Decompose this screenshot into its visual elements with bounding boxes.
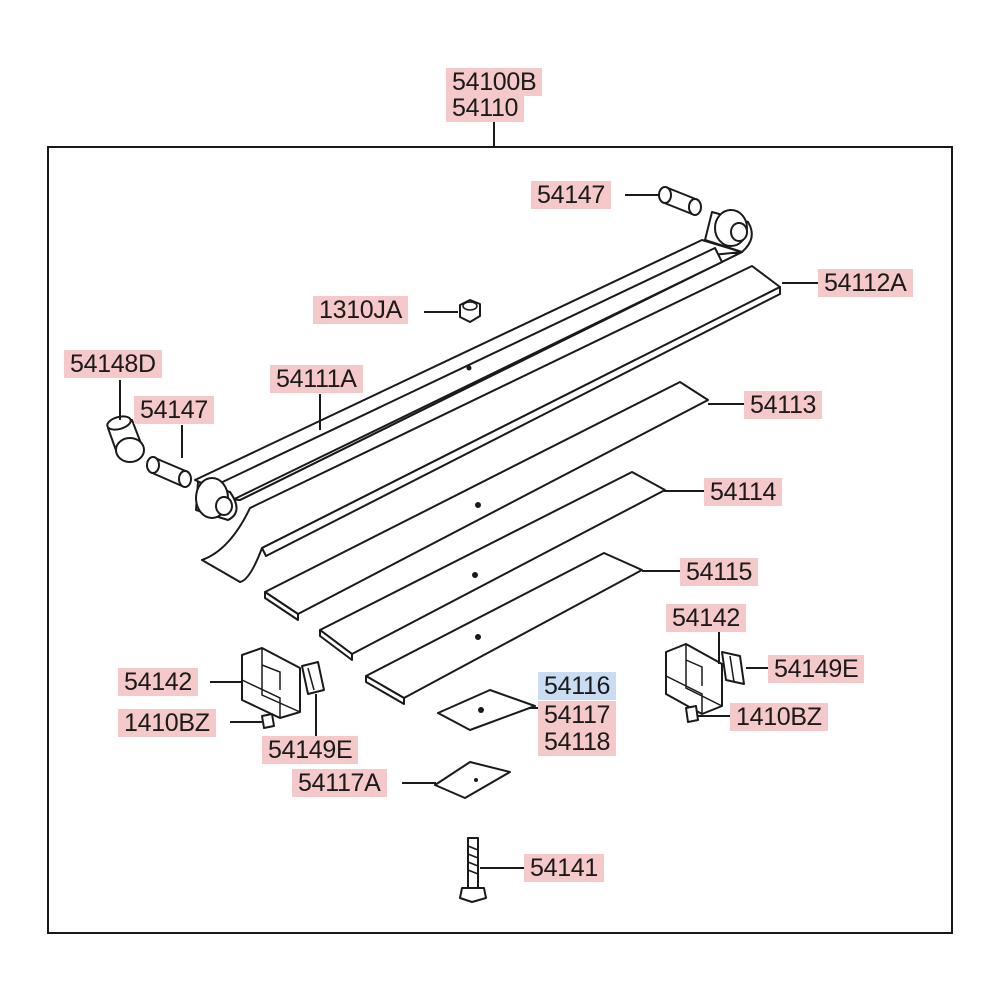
leader-lines — [119, 194, 818, 869]
main-leaf-eye-left[interactable] — [195, 477, 238, 521]
left-clip-part[interactable] — [241, 647, 301, 719]
assembly-frame — [47, 146, 953, 934]
left-bushing-part[interactable] — [146, 456, 192, 488]
third-leaf-part[interactable] — [264, 381, 709, 621]
label-pad-lower[interactable]: 54117A — [292, 769, 387, 797]
fourth-leaf-part[interactable] — [319, 471, 666, 661]
label-center-bolt[interactable]: 54141 — [524, 854, 605, 882]
label-leaf-fourth[interactable]: 54114 — [704, 478, 783, 506]
label-assy-2[interactable]: 54110 — [446, 94, 525, 122]
label-leaf-fifth[interactable]: 54115 — [680, 558, 759, 586]
label-clip-right[interactable]: 54142 — [666, 604, 747, 632]
nut-part[interactable] — [459, 299, 481, 323]
label-pad-1[interactable]: 54116 — [538, 672, 617, 700]
spring-pad-part[interactable] — [437, 689, 536, 731]
label-bushing-outer[interactable]: 54148D — [64, 350, 162, 378]
label-leaf-third[interactable]: 54113 — [744, 391, 823, 419]
label-assy-1[interactable]: 54100B — [446, 68, 543, 96]
label-bushing-top[interactable]: 54147 — [531, 181, 612, 209]
right-rivet-part[interactable] — [685, 705, 699, 723]
label-main-leaf[interactable]: 54111A — [270, 365, 363, 393]
label-spacer-left[interactable]: 54149E — [262, 736, 359, 764]
center-bolt-part[interactable] — [459, 837, 487, 903]
label-spacer-right[interactable]: 54149E — [768, 655, 865, 683]
label-nut[interactable]: 1310JA — [313, 296, 408, 324]
left-rivet-part[interactable] — [261, 713, 275, 729]
main-leaf-part[interactable] — [194, 239, 743, 506]
label-leaf-second[interactable]: 54112A — [818, 269, 913, 297]
label-bushing-left[interactable]: 54147 — [134, 396, 215, 424]
label-pad-3[interactable]: 54118 — [538, 728, 617, 756]
second-leaf-part[interactable] — [201, 265, 781, 583]
right-clip-part[interactable] — [665, 643, 723, 715]
label-pad-2[interactable]: 54117 — [538, 701, 617, 729]
label-clip-left[interactable]: 54142 — [118, 668, 199, 696]
outer-bushing-part[interactable] — [106, 414, 145, 463]
label-rivet-right[interactable]: 1410BZ — [730, 703, 828, 731]
right-spacer-part[interactable] — [721, 651, 745, 685]
top-bushing-part[interactable] — [658, 186, 702, 216]
main-leaf-eye-right[interactable] — [704, 209, 753, 253]
lower-pad-part[interactable] — [434, 761, 511, 799]
label-rivet-left[interactable]: 1410BZ — [118, 709, 216, 737]
left-spacer-part[interactable] — [301, 661, 325, 695]
